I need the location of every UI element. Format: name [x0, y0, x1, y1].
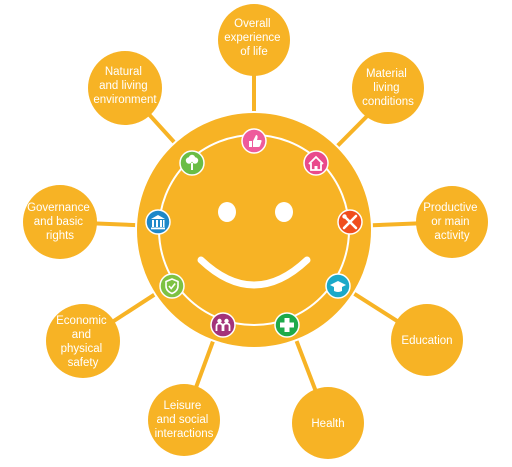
bubble-governance: Governance and basic rights	[23, 185, 97, 259]
bubble-label: Overall experience of life	[224, 18, 283, 58]
label-line: Education	[401, 335, 452, 347]
label-line: Leisure	[164, 400, 202, 412]
label-line: and living	[99, 80, 148, 92]
smiley-face	[197, 202, 311, 289]
bubble-label: Leisure and social interactions	[155, 400, 214, 440]
label-line: Economic	[56, 315, 107, 327]
thumbs-up-icon	[241, 128, 267, 154]
label-line: Governance	[27, 202, 90, 214]
label-line: experience	[224, 32, 280, 44]
label-line: safety	[68, 357, 99, 369]
graduation-cap-icon	[325, 273, 351, 299]
bubble-circle	[218, 4, 290, 76]
bubble-overall: Overall experience of life	[218, 4, 290, 76]
bubble-label: Health	[311, 418, 344, 430]
right-eye	[275, 202, 293, 222]
bubble-health: Health	[292, 387, 364, 459]
bubble-label: Natural and living environment	[93, 66, 157, 106]
label-line: conditions	[362, 96, 414, 108]
label-line: Natural	[105, 66, 142, 78]
bubble-natural: Natural and living environment	[88, 51, 162, 125]
bubble-circle	[46, 304, 120, 378]
bubble-education: Education	[391, 304, 463, 376]
label-line: environment	[93, 94, 157, 106]
bubble-circle	[88, 51, 162, 125]
label-line: or main	[431, 216, 469, 228]
label-line: rights	[46, 230, 74, 242]
bubble-material: Material living conditions	[352, 52, 424, 124]
label-line: and social	[157, 414, 209, 426]
shield-check-icon	[159, 273, 185, 299]
bubble-leisure: Leisure and social interactions	[148, 384, 220, 456]
bubble-label: Material living conditions	[362, 68, 414, 108]
tree-icon	[179, 150, 205, 176]
bubble-circle	[148, 384, 220, 456]
label-line: Material	[366, 68, 407, 80]
label-line: Health	[311, 418, 344, 430]
tools-icon	[337, 209, 363, 235]
bubble-label: Economic and physical safety	[56, 315, 110, 369]
label-line: of life	[240, 46, 268, 58]
left-eye	[218, 202, 236, 222]
label-line: and basic	[34, 216, 83, 228]
bubble-circle	[391, 304, 463, 376]
label-line: interactions	[155, 428, 214, 440]
bubble-label: Productive or main activity	[423, 202, 481, 242]
label-line: Productive	[423, 202, 477, 214]
bubble-circle	[292, 387, 364, 459]
people-icon	[210, 312, 236, 338]
label-line: living	[373, 82, 399, 94]
medical-cross-icon	[274, 312, 300, 338]
institution-icon	[145, 209, 171, 235]
label-line: activity	[434, 230, 469, 242]
label-line: physical	[61, 343, 103, 355]
bubble-economic: Economic and physical safety	[46, 304, 120, 378]
bubble-label: Education	[401, 335, 452, 347]
bubble-circle	[416, 186, 488, 258]
bubble-circle	[352, 52, 424, 124]
bubble-label: Governance and basic rights	[27, 202, 93, 242]
smile	[197, 256, 311, 289]
label-line: Overall	[234, 18, 270, 30]
bubble-circle	[23, 185, 97, 259]
house-icon	[303, 150, 329, 176]
label-line: and	[72, 329, 91, 341]
bubble-productive: Productive or main activity	[416, 186, 488, 258]
